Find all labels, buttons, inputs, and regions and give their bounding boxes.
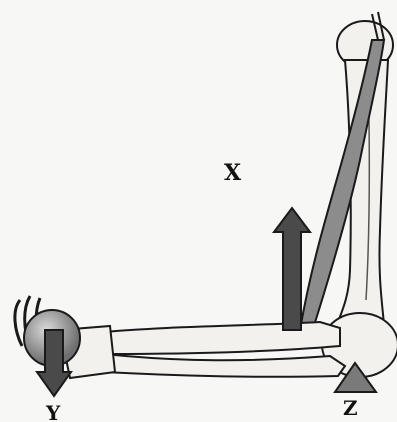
label-x: X <box>224 162 241 184</box>
label-z: Z <box>343 398 358 418</box>
label-y: Y <box>46 403 60 422</box>
forearm-ulna <box>105 322 340 354</box>
forearm-radius <box>105 354 345 377</box>
